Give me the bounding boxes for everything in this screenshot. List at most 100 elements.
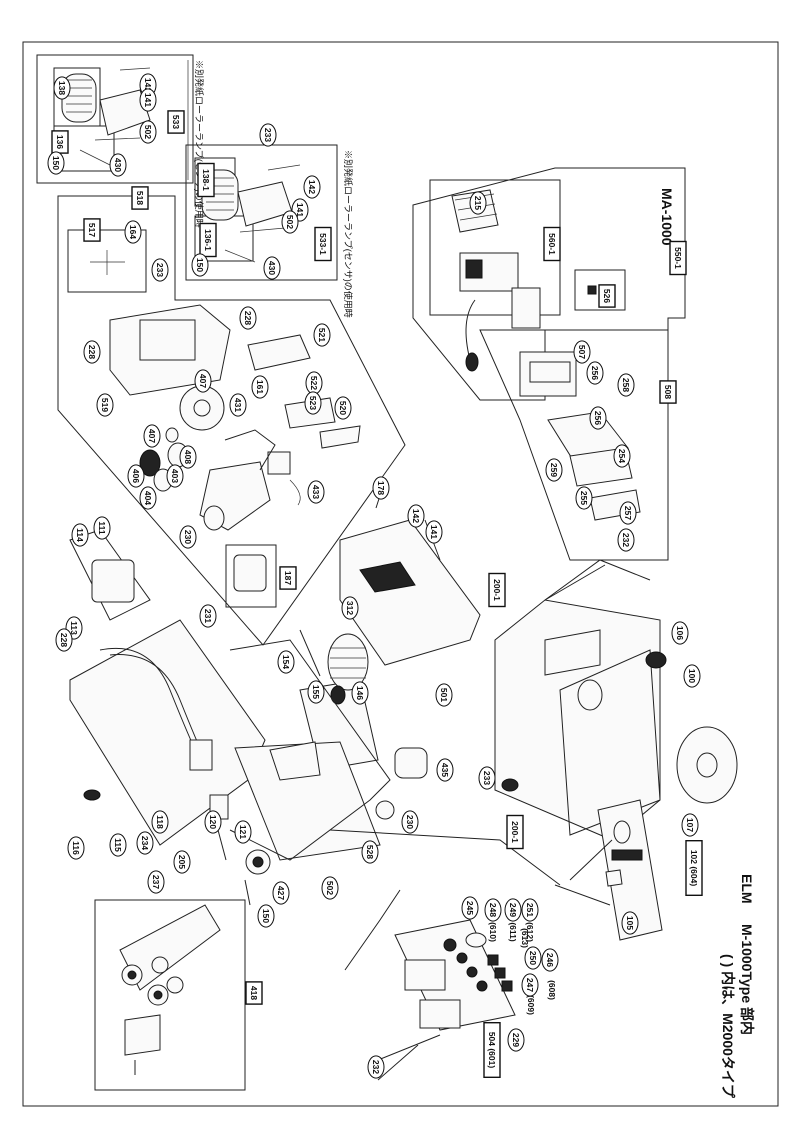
callout-text: 246 [545,953,555,967]
callout-text: 200-1 [510,821,520,843]
callout-text: 114 [75,528,85,542]
callout-c230a: 230 [179,525,197,549]
callout-text: 150 [261,909,271,923]
callout-text: 430 [267,261,277,275]
cabinet-100 [494,599,738,941]
callout-c427: 427 [272,881,290,905]
callout-c228c: 228 [55,628,73,652]
sheet-title: M-1000Type 部内 [739,924,755,1035]
callout-c250s: (613) [520,928,530,948]
callout-text: 501 [439,688,449,702]
callout-c249: 249 [504,898,522,922]
callout-text: 116 [71,841,81,855]
callout-c258: 258 [617,373,635,397]
callout-c120: 120 [204,810,222,834]
callout-text: 142 [307,180,317,194]
callout-c406: 406 [127,464,145,488]
callout-c146: 146 [351,681,369,705]
callout-text: 200-1 [492,579,502,601]
callout-c404: 404 [139,486,157,510]
callout-text: 407 [198,374,208,388]
control-panel-504 [377,919,516,1081]
callout-c407b: 407 [143,424,161,448]
callout-c248s: (610) [488,922,498,942]
callout-text: 250 [528,951,538,965]
callout-c256b: 256 [589,406,607,430]
callout-text: (613) [520,928,530,948]
callout-c237: 237 [147,870,165,894]
callout-text: 431 [233,398,243,412]
callout-c504: 504 (601) [483,1022,501,1078]
callout-text: 230 [405,815,415,829]
callout-c215: 215 [469,191,487,215]
callout-text: 258 [621,378,631,392]
callout-c560-1: 560-1 [543,226,561,262]
callout-text: 433 [311,485,321,499]
callout-text: 435 [440,763,450,777]
callout-c251s: (612) [525,922,535,942]
callout-c508: 508 [659,380,677,404]
sheet-note: ( ) 内は、M2000タイプ [720,954,736,1099]
callout-text: 522 [309,376,319,390]
callout-c231: 231 [199,604,217,628]
callout-text: 178 [376,481,386,495]
callout-c248: 248 [484,898,502,922]
callout-c430a: 430 [109,153,127,177]
callout-text: 230 [183,530,193,544]
callout-text: 234 [140,836,150,850]
model-label: MA-1000 [659,188,675,246]
callout-c200-1a: 200-1 [488,572,506,608]
callout-c161: 161 [251,375,269,399]
title-block: ELM M-1000Type 部内 ( ) 内は、M2000タイプ MA-100… [659,188,755,1099]
callout-c154: 154 [277,650,295,674]
callout-text: 141 [143,93,153,107]
callout-text: 404 [143,491,153,505]
motor-435 [394,747,428,779]
callout-text: 102 (604) [689,850,699,887]
callout-text: 205 [177,855,187,869]
callout-text: 233 [155,263,165,277]
callout-c430b: 430 [263,256,281,280]
callout-text: 107 [685,818,695,832]
callout-text: 502 [143,125,153,139]
callout-c106: 106 [671,621,689,645]
callout-c164: 164 [124,220,142,244]
callout-c233b: 233 [151,258,169,282]
callout-c121: 121 [234,820,252,844]
callout-c251: 251 [521,898,539,922]
callout-c232a: 232 [617,528,635,552]
callout-c141a: 141 [139,88,157,112]
callout-text: 155 [311,685,321,699]
callout-c528: 528 [361,840,379,864]
callout-text: 136 [55,135,65,149]
callout-c178: 178 [372,476,390,500]
callout-text: 550-1 [673,247,683,269]
callout-text: 255 [579,491,589,505]
callout-text: 502 [325,881,335,895]
callout-c205: 205 [173,850,191,874]
callout-text: 247 [525,978,535,992]
callout-c502c: 502 [321,876,339,900]
callout-text: (610) [488,922,498,942]
callout-c187: 187 [279,566,297,590]
callout-text: 526 [602,289,612,303]
callout-c433: 433 [307,480,325,504]
callout-text: 228 [59,633,69,647]
callout-text: 521 [317,328,327,342]
callout-text: 115 [113,838,123,852]
base-assembly-118 [69,529,266,861]
callout-c403: 403 [166,464,184,488]
callout-text: 523 [308,396,318,410]
callout-text: 312 [345,601,355,615]
callout-text: 502 [285,215,295,229]
callout-text: 150 [195,258,205,272]
callout-c233c: 233 [478,766,496,790]
callout-c200-1b: 200-1 [506,814,524,850]
callout-c517: 517 [83,218,101,242]
callout-c502b: 502 [281,210,299,234]
callout-text: (612) [525,922,535,942]
callout-c150c: 150 [257,904,275,928]
callout-text: 406 [131,469,141,483]
callout-c228a: 228 [239,306,257,330]
